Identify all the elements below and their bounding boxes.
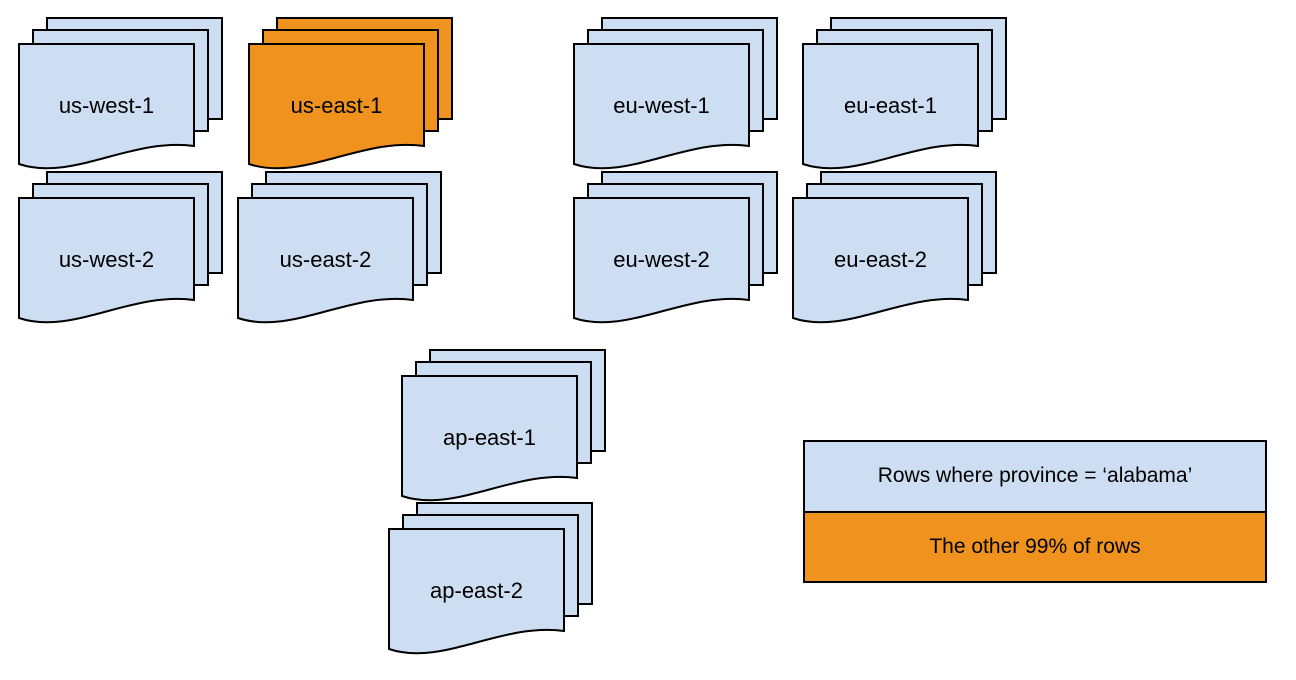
document-stack-icon [573, 171, 778, 324]
document-shape-icon [18, 43, 195, 170]
stack-us-west-2: us-west-2 [17, 171, 224, 327]
stack-eu-west-1: eu-west-1 [572, 17, 779, 173]
document-stack-icon [792, 171, 997, 324]
document-shape-icon [802, 43, 979, 170]
legend-item-alabama-rows: Rows where province = ‘alabama’ [805, 442, 1265, 513]
document-shape-icon [573, 197, 750, 324]
stack-eu-west-2: eu-west-2 [572, 171, 779, 327]
document-stack-icon [802, 17, 1007, 170]
stack-ap-east-2: ap-east-2 [387, 502, 594, 658]
document-stack-icon [388, 502, 593, 655]
stack-us-west-1: us-west-1 [17, 17, 224, 173]
legend-label-alabama-rows: Rows where province = ‘alabama’ [877, 464, 1193, 488]
document-stack-icon [18, 171, 223, 324]
document-shape-icon [18, 197, 195, 324]
legend-label-other-rows: The other 99% of rows [929, 534, 1141, 558]
document-stack-icon [401, 349, 606, 502]
document-stack-icon [18, 17, 223, 170]
stack-us-east-2: us-east-2 [236, 171, 443, 327]
document-shape-icon [573, 43, 750, 170]
document-shape-icon [388, 528, 565, 655]
document-shape-icon [401, 375, 578, 502]
stack-eu-east-1: eu-east-1 [801, 17, 1008, 173]
document-shape-icon [248, 43, 425, 170]
document-stack-icon [573, 17, 778, 170]
stack-ap-east-1: ap-east-1 [400, 349, 607, 505]
legend-item-other-rows: The other 99% of rows [805, 512, 1265, 581]
stack-eu-east-2: eu-east-2 [791, 171, 998, 327]
document-stack-icon [237, 171, 442, 324]
legend: Rows where province = ‘alabama’ The othe… [803, 440, 1267, 583]
document-shape-icon [237, 197, 414, 324]
document-stack-icon [248, 17, 453, 170]
document-shape-icon [792, 197, 969, 324]
stack-us-east-1: us-east-1 [247, 17, 454, 173]
